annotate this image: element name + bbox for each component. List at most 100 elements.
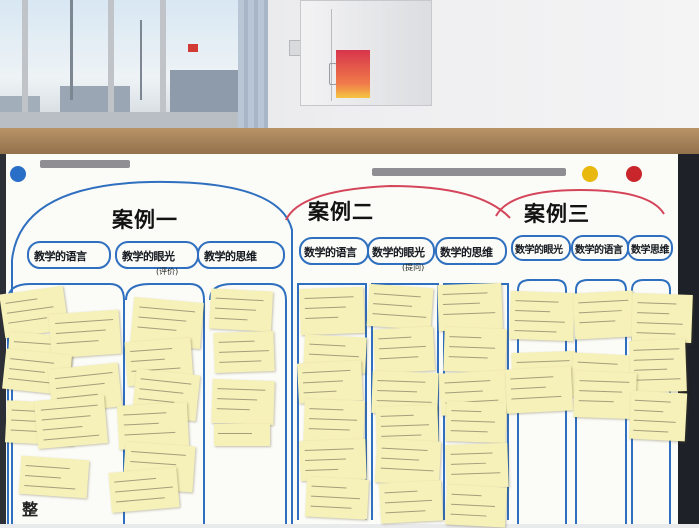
sticky-note (18, 455, 90, 499)
sticky-note (445, 400, 507, 444)
sticky-note (213, 330, 275, 374)
handwriting-line (510, 376, 553, 380)
case-one-label-1: 教学的语言 (34, 250, 87, 263)
handwriting-line (636, 312, 670, 315)
handwriting-line (137, 316, 187, 322)
case-one-label-3: 教学的思维 (204, 250, 257, 263)
handwriting-line (215, 297, 264, 302)
case-two-sublabel: (提问) (402, 263, 425, 272)
sticky-note (445, 442, 509, 490)
handwriting-line (9, 368, 45, 373)
handwriting-line (444, 380, 491, 384)
handwriting-line (116, 497, 166, 503)
sticky-note (628, 390, 688, 442)
handwriting-line (40, 404, 98, 411)
handwriting-line (214, 307, 256, 311)
column-lane (631, 279, 671, 524)
handwriting-line (635, 399, 671, 403)
handwriting-line (309, 408, 344, 411)
handwriting-line (6, 306, 54, 314)
utility-pole (70, 0, 73, 100)
handwriting-line (55, 382, 105, 390)
utility-pole (140, 20, 142, 100)
handwriting-line (309, 343, 346, 347)
sticky-note (108, 467, 180, 513)
handwriting-line (10, 358, 54, 364)
handwriting-line (305, 468, 339, 471)
handwriting-line (450, 430, 488, 433)
handwriting-line (130, 450, 186, 456)
handwriting-line (55, 329, 106, 335)
handwriting-line (123, 422, 159, 426)
handwriting-line (636, 322, 683, 325)
handwriting-line (379, 356, 419, 360)
sticky-note (214, 424, 270, 446)
sticky-note (444, 484, 508, 528)
handwriting-line (514, 320, 565, 323)
column-lane (125, 283, 205, 524)
handwriting-line (218, 433, 252, 434)
handwriting-line (377, 390, 417, 393)
handwriting-line (380, 467, 434, 472)
case-two-title: 案例二 (308, 199, 374, 224)
handwriting-line (378, 345, 426, 350)
board-frame-top (0, 128, 699, 154)
handwriting-line (304, 306, 346, 309)
handwriting-line (304, 448, 354, 451)
red-magnet (626, 166, 642, 182)
handwriting-line (130, 348, 172, 352)
handwriting-line (450, 513, 487, 517)
sticky-note (303, 398, 365, 446)
sticky-note (299, 286, 365, 336)
handwriting-line (514, 330, 557, 333)
sticky-note (366, 283, 434, 331)
handwriting-line (310, 505, 352, 509)
handwriting-line (122, 412, 167, 416)
distant-building (0, 96, 40, 114)
handwriting-line (302, 369, 351, 374)
column-lane (575, 279, 627, 524)
sticky-note (374, 438, 442, 486)
handwriting-line (56, 340, 99, 345)
case-three-arc (495, 188, 665, 217)
sticky-note (573, 370, 637, 420)
magnetic-strip (372, 168, 566, 176)
handwriting-line (138, 306, 196, 313)
handwriting-line (217, 398, 258, 401)
handwriting-line (376, 400, 432, 403)
case-three-label-3: 数学思维 (631, 245, 670, 256)
handwriting-line (451, 472, 501, 475)
handwriting-line (303, 390, 337, 394)
handwriting-line (373, 303, 413, 307)
case-two-label-3: 数学的思维 (440, 246, 493, 259)
handwriting-line (385, 510, 426, 514)
handwriting-line (378, 336, 412, 340)
handwriting-line (450, 462, 486, 465)
case-one-outline (11, 180, 293, 524)
handwriting-line (305, 458, 347, 461)
handwriting-line (449, 336, 482, 339)
handwriting-line (637, 302, 677, 305)
sticky-note (631, 292, 693, 344)
sticky-note (208, 288, 274, 332)
handwriting-line (377, 380, 426, 383)
handwriting-line (114, 477, 156, 483)
handwriting-line (445, 390, 483, 394)
window-mullion (160, 0, 166, 130)
handwriting-line (303, 380, 344, 384)
handwriting-line (26, 465, 70, 470)
handwriting-line (511, 386, 546, 390)
handwriting-line (577, 361, 618, 365)
handwriting-line (43, 434, 100, 441)
handwriting-line (8, 317, 48, 324)
board-edge-left (0, 154, 6, 524)
case-one-label-2: 教学的眼光 (122, 250, 175, 263)
handwriting-line (633, 429, 669, 433)
handwriting-line (218, 350, 269, 353)
handwriting-line (578, 400, 615, 403)
handwriting-line (633, 348, 680, 351)
handwriting-line (449, 346, 496, 349)
cabinet-seam (331, 9, 332, 101)
sticky-note (211, 378, 275, 426)
handwriting-line (450, 452, 493, 455)
